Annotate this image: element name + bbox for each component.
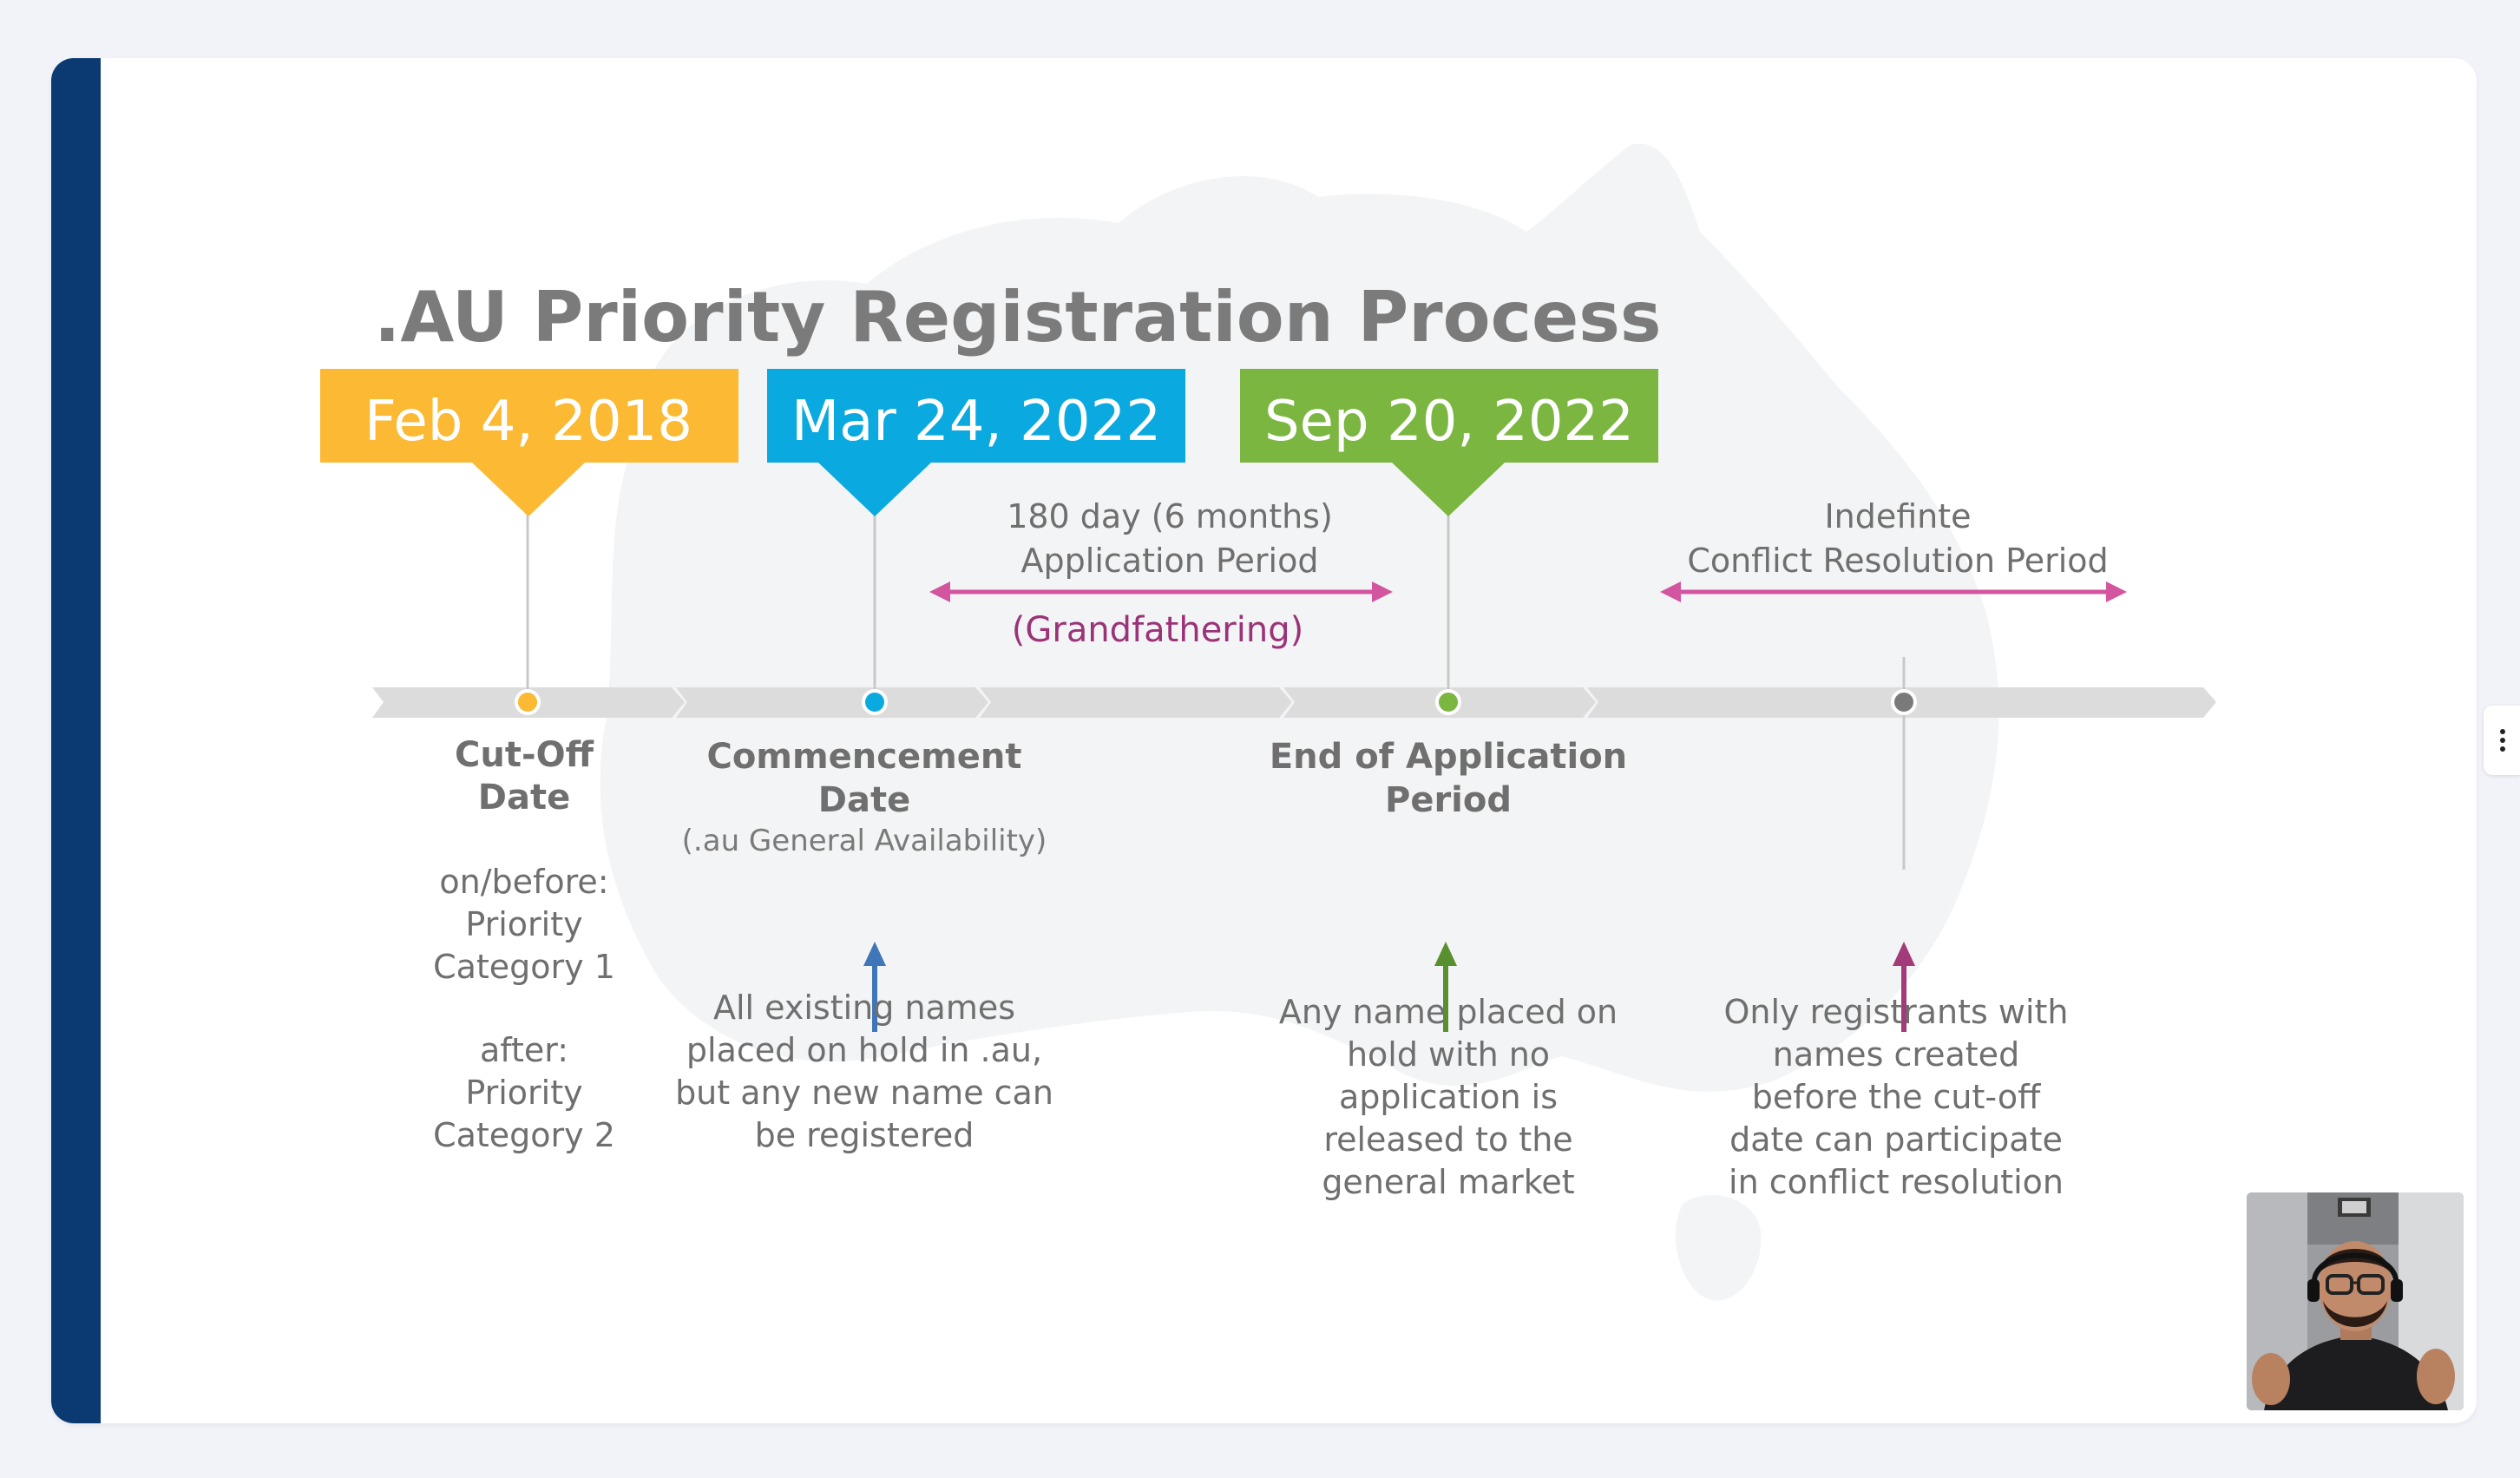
end-application-desc-line: hold with no	[1347, 1035, 1550, 1074]
conflict-up-arrow	[1893, 942, 1915, 1032]
date-label-end-application: Sep 20, 2022	[1264, 390, 1634, 454]
slide-title: .AU Priority Registration Process	[374, 277, 1662, 358]
cutoff-desc-line: Priority	[465, 1074, 582, 1112]
end-application-up-arrow	[1434, 942, 1457, 1032]
cutoff-desc-line: Category 1	[433, 948, 615, 986]
conflict-period-line1: Indefinte	[1824, 497, 1971, 535]
conflict-desc-line: Only registrants with	[1723, 993, 2068, 1031]
conflict-period-line2: Conflict Resolution Period	[1687, 542, 2108, 580]
webcam-video-thumbnail[interactable]	[2247, 1192, 2464, 1410]
conflict-desc-line: in conflict resolution	[1729, 1163, 2064, 1201]
cutoff-desc-line: after:	[480, 1031, 568, 1069]
cutoff-desc-line: Category 2	[433, 1116, 615, 1154]
presenter-video-image	[2247, 1192, 2464, 1410]
application-period-arrow	[929, 581, 1393, 602]
end-application-desc-line: general market	[1322, 1163, 1574, 1201]
date-banner-commencement: Mar 24, 2022	[767, 369, 1185, 516]
date-label-commencement: Mar 24, 2022	[791, 390, 1161, 454]
conflict-period-arrow	[1660, 581, 2127, 602]
end-application-desc-line: application is	[1339, 1078, 1558, 1116]
application-period-line1: 180 day (6 months)	[1007, 497, 1333, 535]
end-application-desc-line: Any name placed on	[1279, 993, 1618, 1031]
end-application-description: Any name placed on hold with no applicat…	[1279, 993, 1618, 1201]
end-application-title-line2: Period	[1385, 780, 1512, 820]
timeline-bar	[372, 687, 2216, 718]
presentation-slide: .AU Priority Registration Process Feb 4,…	[51, 58, 2477, 1423]
conflict-description: Only registrants with names created befo…	[1723, 993, 2068, 1201]
cutoff-desc-line: Priority	[465, 905, 582, 943]
date-banner-cutoff: Feb 4, 2018	[320, 369, 738, 516]
end-application-dot	[1435, 689, 1461, 715]
end-application-desc-line: released to the	[1323, 1120, 1572, 1159]
commencement-title-line1: Commencement	[706, 737, 1021, 777]
end-application-title-line1: End of Application	[1270, 737, 1627, 777]
cutoff-title-line2: Date	[478, 778, 570, 818]
conflict-desc-line: names created	[1773, 1035, 2019, 1074]
conflict-desc-line: date can participate	[1729, 1120, 2063, 1159]
vertical-dots-icon	[2484, 706, 2520, 775]
cutoff-title-line1: Cut-Off	[455, 735, 594, 775]
commencement-desc-line: but any new name can	[675, 1074, 1053, 1112]
commencement-desc-line: be registered	[755, 1116, 975, 1154]
date-label-cutoff: Feb 4, 2018	[364, 390, 692, 454]
cutoff-dot	[515, 689, 541, 715]
slide-accent-bar	[51, 58, 101, 1423]
commencement-subtitle: (.au General Availability)	[682, 824, 1047, 858]
commencement-up-arrow	[863, 942, 886, 1032]
commencement-description: All existing names placed on hold in .au…	[675, 989, 1053, 1154]
cutoff-desc-line: on/before:	[439, 863, 608, 901]
application-period-line2: Application Period	[1021, 542, 1319, 580]
grandfathering-note: (Grandfathering)	[1012, 610, 1303, 650]
commencement-dot	[862, 689, 888, 715]
conflict-dot	[1891, 689, 1917, 715]
commencement-desc-line: placed on hold in .au,	[686, 1031, 1042, 1069]
cutoff-description: on/before: Priority Category 1 after: Pr…	[433, 863, 615, 1154]
commencement-title-line2: Date	[818, 780, 910, 820]
timeline-diagram: Feb 4, 2018 Mar 24, 2022 Sep 20, 2022 18…	[320, 369, 2216, 1201]
side-menu-button[interactable]	[2484, 706, 2520, 775]
date-banner-end-application: Sep 20, 2022	[1240, 369, 1658, 516]
conflict-desc-line: before the cut-off	[1752, 1078, 2041, 1116]
commencement-desc-line: All existing names	[713, 989, 1015, 1027]
